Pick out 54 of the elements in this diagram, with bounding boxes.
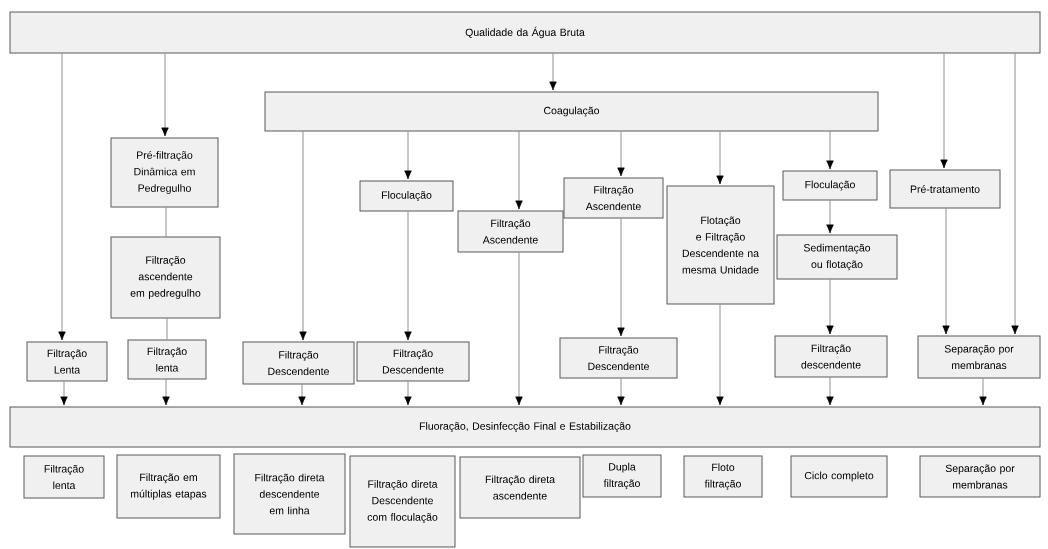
- arrow: [60, 381, 68, 406]
- process-box: Pré-tratamento: [889, 169, 1001, 209]
- arrow: [298, 384, 306, 406]
- process-box: Filtração Lenta: [26, 341, 108, 382]
- arrow: [404, 211, 412, 341]
- process-box: Filtração Descendente: [356, 341, 470, 382]
- arrow: [826, 377, 834, 406]
- process-box: Qualidade da Água Bruta: [9, 11, 1041, 54]
- connector-line: [166, 318, 168, 340]
- arrow: [617, 218, 625, 337]
- process-box: Floculação: [359, 180, 454, 212]
- process-box: Separação por membranas: [917, 335, 1041, 379]
- arrow: [826, 279, 834, 335]
- process-box: Fluoração, Desinfecção Final e Estabilização: [9, 406, 1041, 448]
- process-box: Dupla filtração: [582, 454, 662, 498]
- process-box: Filtração Ascendente: [457, 210, 564, 253]
- arrow: [549, 53, 557, 91]
- process-box: Floto filtração: [683, 455, 763, 498]
- arrow: [826, 131, 834, 170]
- arrow: [979, 378, 987, 406]
- arrow: [299, 131, 307, 341]
- process-box: Sedimentação ou flotação: [776, 234, 898, 280]
- process-box: Filtração Descendente: [242, 341, 355, 385]
- process-box: Ciclo completo: [790, 455, 888, 498]
- arrow: [58, 53, 66, 341]
- process-box: Separação por membranas: [919, 455, 1041, 498]
- process-box: Filtração descendente: [774, 335, 888, 378]
- process-box: Filtração ascendente em pedregulho: [110, 236, 221, 319]
- process-box: Filtração direta Descendente com floculação: [349, 455, 456, 548]
- process-box: Flotação e Filtração Descendente na mesma Unidade: [666, 185, 775, 305]
- arrow: [162, 379, 170, 406]
- process-box: Pré-filtração Dinâmica em Pedregulho: [110, 137, 219, 208]
- process-box: Filtração Descendente: [559, 337, 678, 379]
- connector-line: [165, 207, 167, 237]
- arrow: [826, 200, 834, 234]
- arrow: [1011, 53, 1019, 335]
- process-box: Filtração lenta: [23, 455, 105, 499]
- process-box: Filtração lenta: [127, 339, 207, 380]
- arrow: [942, 208, 950, 335]
- arrow: [515, 131, 523, 210]
- process-box: Floculação: [782, 170, 878, 201]
- arrow: [716, 131, 724, 185]
- arrow: [404, 381, 412, 406]
- arrow: [716, 304, 724, 406]
- process-box: Coagulação: [264, 91, 879, 132]
- process-box: Filtração Ascendente: [563, 177, 664, 219]
- arrow: [404, 131, 412, 180]
- process-box: Filtração em múltiplas etapas: [116, 454, 221, 519]
- process-box: Filtração direta descendente em linha: [233, 453, 346, 535]
- arrow: [515, 252, 523, 406]
- arrow: [617, 378, 625, 406]
- arrow: [940, 53, 948, 169]
- arrow: [617, 131, 625, 177]
- arrow: [161, 53, 169, 137]
